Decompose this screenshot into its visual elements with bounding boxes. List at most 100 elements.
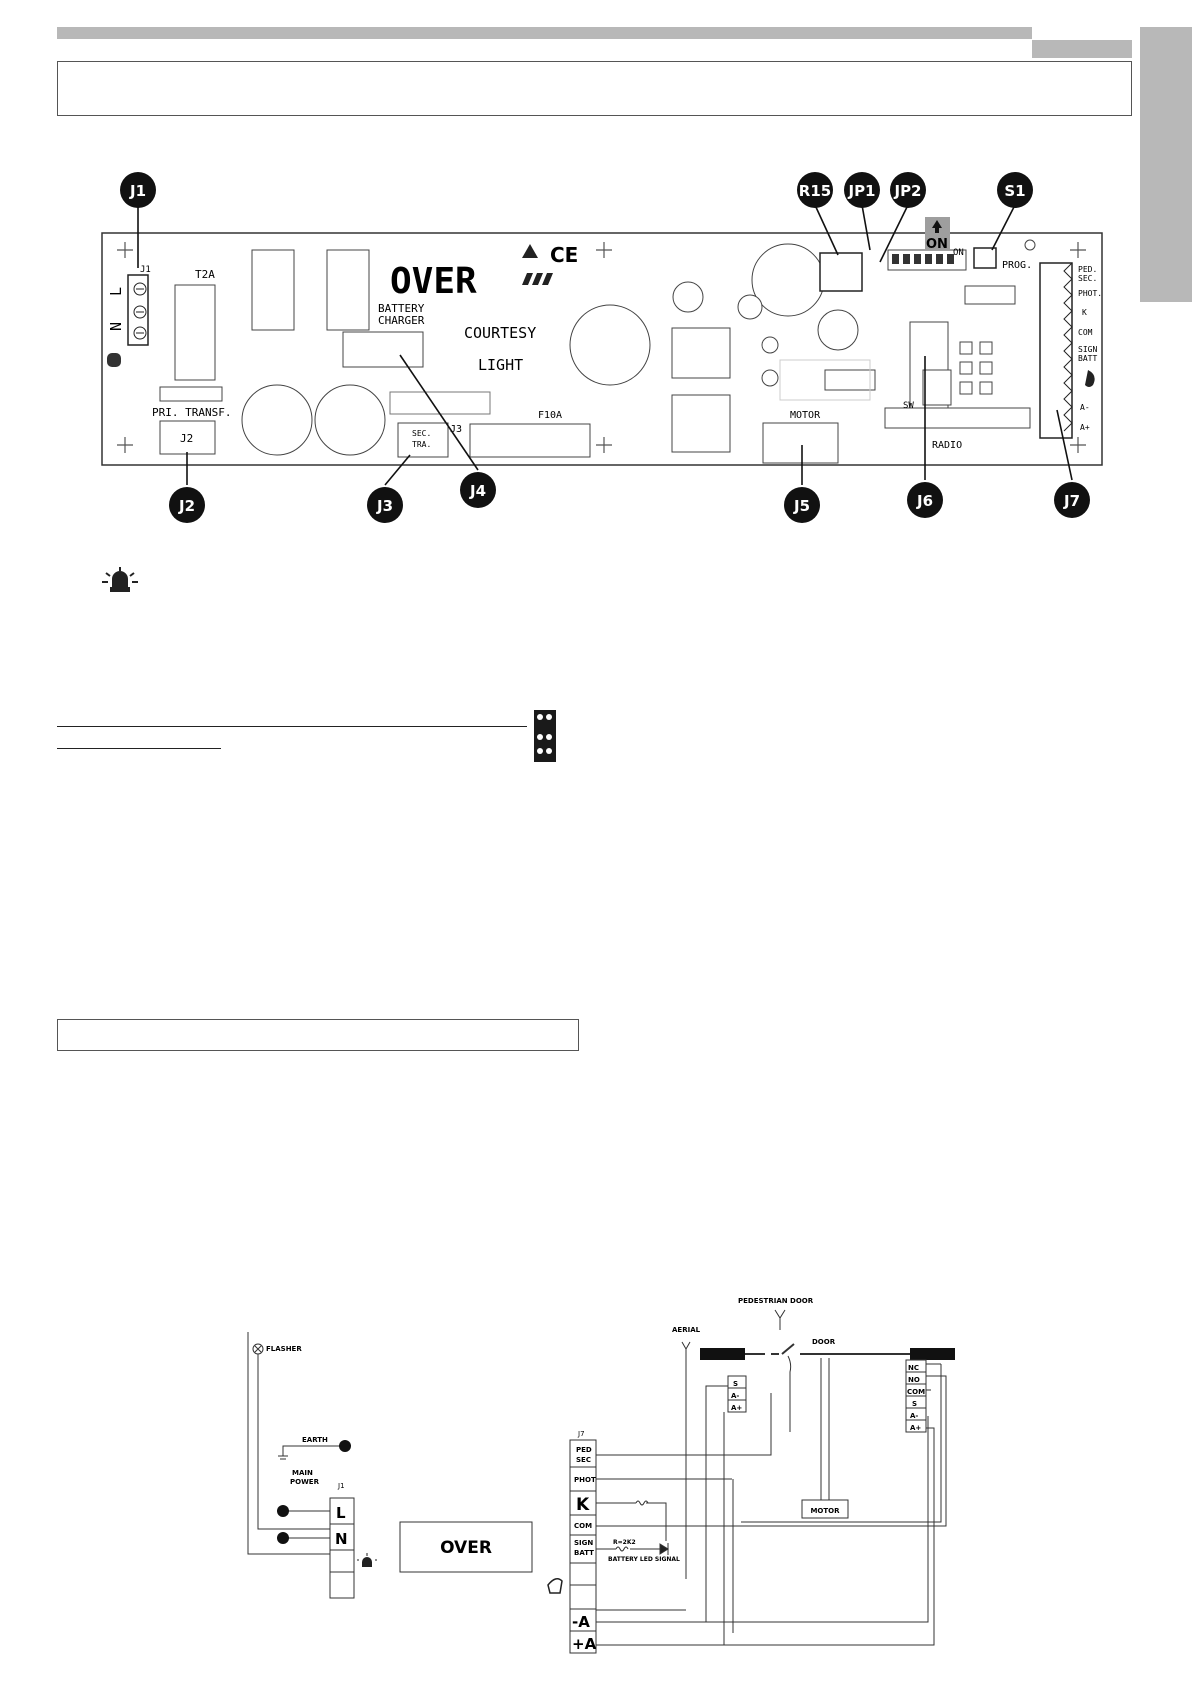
j7-k-label: K xyxy=(576,1495,590,1515)
j7-sign-label: SIGN xyxy=(574,1539,593,1547)
door-label: DOOR xyxy=(812,1338,836,1346)
ic-chip xyxy=(964,285,1016,305)
pri-transf-outline xyxy=(159,386,223,402)
jumper-icon xyxy=(534,710,556,762)
j7-wiring-strip xyxy=(569,1439,597,1654)
callout-jp2: JP2 xyxy=(893,182,921,200)
remote-hand-icon xyxy=(547,1578,563,1594)
battery-label: BATTERY xyxy=(378,302,425,315)
radio-module-strip xyxy=(884,407,1031,429)
heading-rule xyxy=(57,726,527,727)
earth-label: EARTH xyxy=(302,1436,328,1444)
right-photocell-block xyxy=(905,1359,927,1433)
callout-j6: J6 xyxy=(916,492,933,510)
j1-terminal-block xyxy=(127,274,149,346)
motor-box-label: MOTOR xyxy=(810,1507,840,1515)
callout-j5: J5 xyxy=(793,497,810,515)
j2-silk-label: J2 xyxy=(180,432,193,445)
callout-jp1: JP1 xyxy=(847,182,875,200)
remote-control-icon xyxy=(1085,370,1095,387)
svg-text:SIGN: SIGN xyxy=(1078,345,1097,354)
svg-text:K: K xyxy=(1082,308,1087,317)
j1-wiring-label: J1 xyxy=(337,1482,345,1490)
right-photo-com: COM xyxy=(907,1388,925,1396)
callout-j3: J3 xyxy=(376,497,393,515)
svg-text:PHOT.: PHOT. xyxy=(1078,289,1102,298)
j1-pin-l-label: L xyxy=(107,287,125,296)
small-components xyxy=(959,341,993,395)
right-photo-s: S xyxy=(912,1400,917,1408)
j3-connector xyxy=(397,422,449,458)
led-indicator xyxy=(1024,239,1036,251)
f10a-fuse-holder xyxy=(469,423,591,458)
board-model-label: OVER xyxy=(390,261,477,302)
j3-silk-label: J3 xyxy=(450,424,462,435)
mounting-holes xyxy=(117,242,1086,453)
callout-leader-lines xyxy=(137,204,1073,486)
small-capacitor-4 xyxy=(761,336,779,354)
charger-label: CHARGER xyxy=(378,314,425,327)
j4-connector xyxy=(342,331,424,368)
courtesy-label: COURTESY xyxy=(464,324,536,342)
j7-phot-label: PHOT xyxy=(574,1476,596,1484)
pedestrian-door-label: PEDESTRIAN DOOR xyxy=(738,1297,814,1305)
j7-com-label: COM xyxy=(574,1522,592,1530)
top-header-bar-right xyxy=(1032,40,1132,58)
callout-j2: J2 xyxy=(178,497,195,515)
relay-3 xyxy=(671,327,731,379)
left-photocell-block xyxy=(727,1375,747,1413)
side-chapter-tab xyxy=(1140,27,1192,302)
left-photo-a-plus: A+ xyxy=(731,1404,742,1412)
heading-rule-short xyxy=(57,748,221,749)
callout-j1: J1 xyxy=(129,182,146,200)
brand-stripes-icon xyxy=(522,273,553,285)
right-photo-a-plus: A+ xyxy=(910,1424,921,1432)
light-label: LIGHT xyxy=(478,356,523,374)
callout-s1: S1 xyxy=(1004,182,1025,200)
sec-label: SEC. xyxy=(412,429,431,438)
pri-transf-label: PRI. TRANSF. xyxy=(152,406,231,419)
svg-text:A-: A- xyxy=(1080,403,1090,412)
relay-2 xyxy=(326,249,370,331)
main-label: MAIN xyxy=(292,1469,313,1477)
tra-label: TRA. xyxy=(412,440,431,449)
svg-text:COM: COM xyxy=(1078,328,1093,337)
top-header-bar xyxy=(57,27,1032,39)
j1-silk-label: J1 xyxy=(140,265,151,275)
ce-mark: CE xyxy=(550,243,578,267)
earth-lamp-icon xyxy=(107,353,121,367)
callout-j4: J4 xyxy=(469,482,486,500)
j7-wiring-label: J7 xyxy=(577,1430,585,1438)
j7-silk-labels: PED. SEC. PHOT. K COM SIGN BATT A- A+ xyxy=(1078,265,1102,432)
right-photo-a-minus: A- xyxy=(910,1412,918,1420)
capacitor-2 xyxy=(314,384,386,456)
callout-r15: R15 xyxy=(799,182,831,200)
over-unit-label: OVER xyxy=(440,1538,492,1558)
j2-connector xyxy=(159,420,216,455)
transistor-block xyxy=(824,369,876,391)
j7-minus-a-label: -A xyxy=(572,1613,590,1631)
fuse-t2a-holder xyxy=(174,284,216,381)
section-header-box xyxy=(57,61,1132,116)
left-photo-s: S xyxy=(733,1380,738,1388)
battery-led-label: BATTERY LED SIGNAL xyxy=(608,1556,680,1563)
j7-plus-a-label: +A xyxy=(572,1635,597,1653)
on-label: ON xyxy=(926,237,948,252)
j7-sec-label: SEC xyxy=(576,1456,591,1464)
prog-label: PROG. xyxy=(1002,260,1032,271)
radio-label: RADIO xyxy=(932,440,962,451)
over-control-unit xyxy=(399,1521,533,1573)
motor-label: MOTOR xyxy=(790,410,821,421)
motor-box xyxy=(801,1499,849,1519)
left-photo-a-minus: A- xyxy=(731,1392,739,1400)
small-capacitor-2 xyxy=(737,294,763,320)
small-capacitor-1 xyxy=(672,281,704,313)
small-capacitor-5 xyxy=(761,369,779,387)
fuse-t2a-label: T2A xyxy=(195,268,215,281)
flasher-terminal-icon xyxy=(357,1553,377,1567)
right-photo-no: NO xyxy=(908,1376,920,1384)
svg-text:SEC.: SEC. xyxy=(1078,274,1097,283)
svg-text:BATT: BATT xyxy=(1078,354,1097,363)
svg-text:PED.: PED. xyxy=(1078,265,1097,274)
f10a-label: F10A xyxy=(538,410,562,421)
